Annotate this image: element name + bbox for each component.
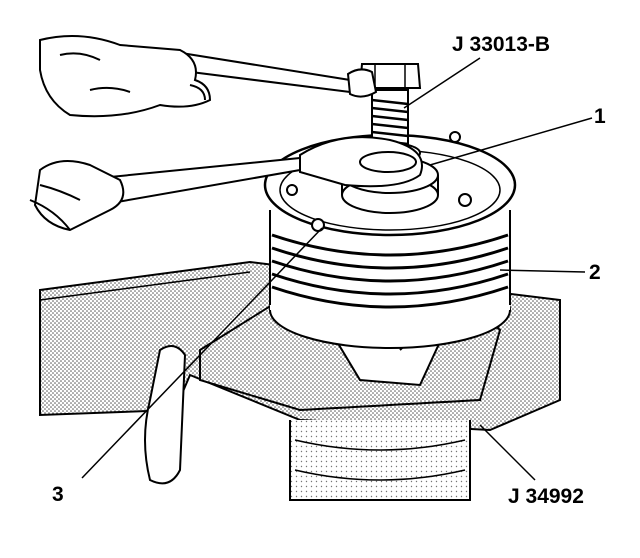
open-end-wrench-upper: [174, 50, 378, 98]
label-tool-j34992: J 34992: [508, 485, 584, 508]
leader-j33013b: [403, 57, 481, 109]
leader-lines: [81, 57, 593, 481]
label-part-2: 2: [589, 261, 601, 284]
label-part-1: 1: [594, 105, 606, 128]
label-tool-j33013b: J 33013-B: [452, 33, 551, 56]
label-part-3: 3: [52, 483, 64, 506]
leader-1: [429, 117, 593, 166]
leader-j34992: [479, 424, 536, 481]
leader-3: [81, 227, 323, 479]
leader-2: [499, 269, 586, 273]
hands: [29, 35, 212, 485]
compressor-body: [289, 420, 471, 501]
